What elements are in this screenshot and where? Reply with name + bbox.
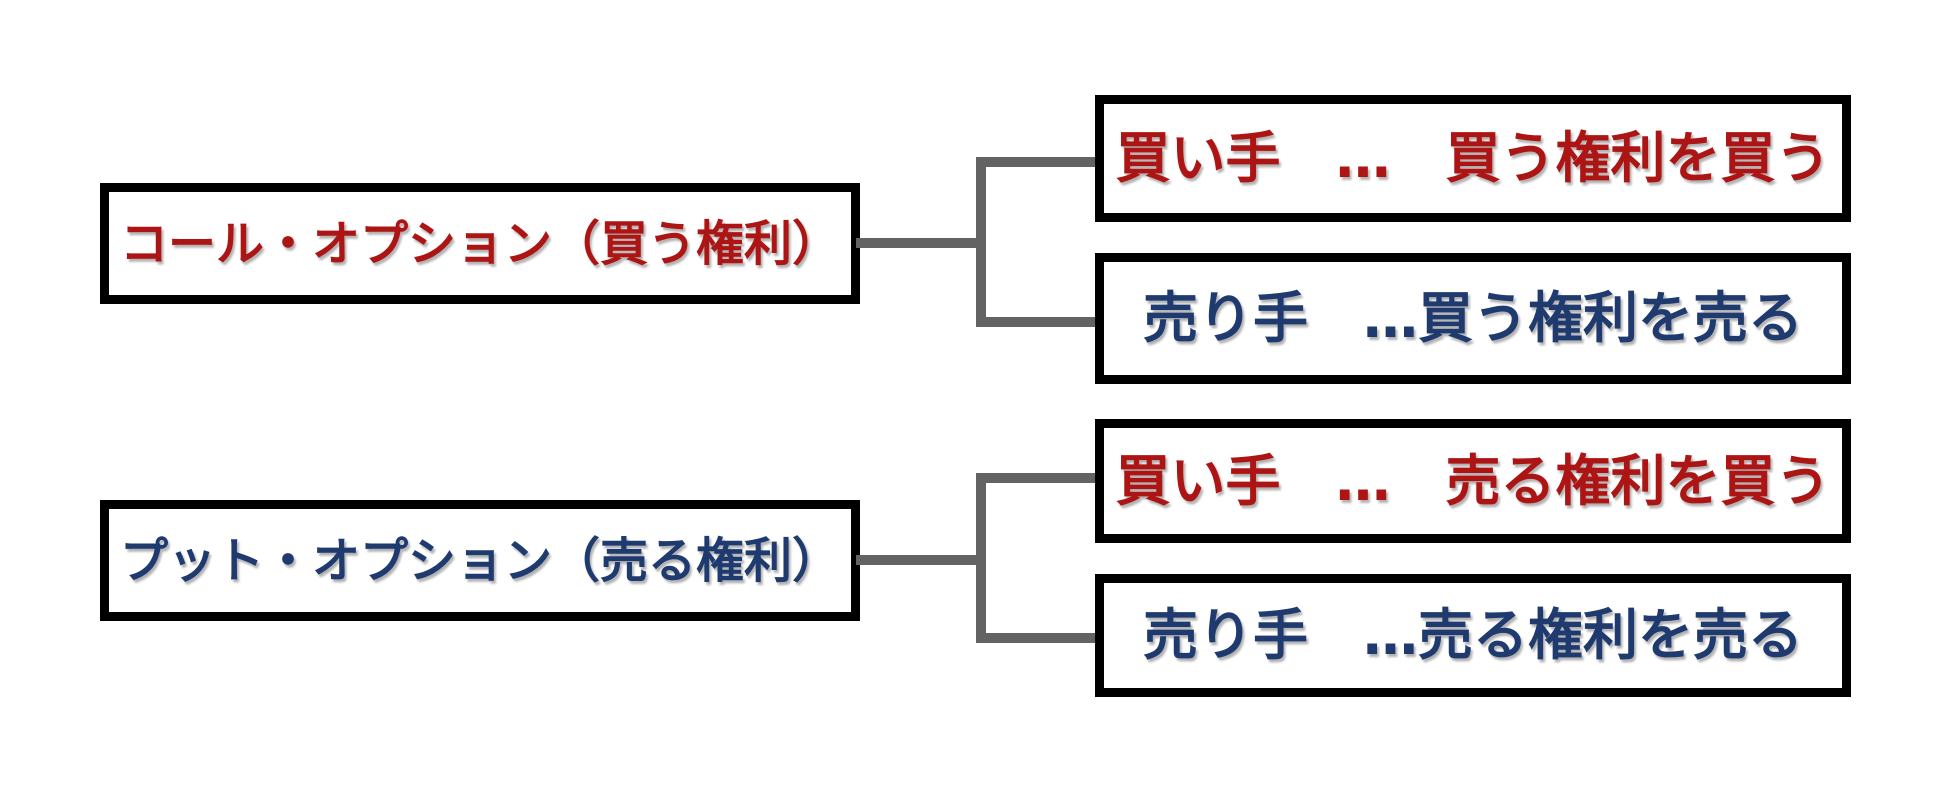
node-put-buyer: 買い手 … 売る権利を買う <box>1095 419 1851 543</box>
node-call-buyer-label: 買い手 … 買う権利を買う <box>1115 126 1831 190</box>
connector-call-stem <box>856 238 986 248</box>
node-put-option-label: プット・オプション（売る権利） <box>119 532 840 589</box>
node-put-buyer-label: 買い手 … 売る権利を買う <box>1115 448 1831 513</box>
connector-put-branch-seller <box>976 633 1097 643</box>
node-call-seller-label: 売り手 …買う権利を売る <box>1142 286 1803 350</box>
connector-call-vertical <box>976 157 986 327</box>
connector-call-branch-buyer <box>976 157 1097 167</box>
connector-call-branch-seller <box>976 317 1097 327</box>
node-call-buyer: 買い手 … 買う権利を買う <box>1095 95 1851 222</box>
connector-put-stem <box>856 555 986 565</box>
connector-put-vertical <box>976 473 986 643</box>
node-put-option: プット・オプション（売る権利） <box>100 500 860 621</box>
connector-put-branch-buyer <box>976 473 1097 483</box>
node-put-seller: 売り手 …売る権利を売る <box>1095 574 1851 697</box>
node-call-option: コール・オプション（買う権利） <box>100 183 860 304</box>
node-put-seller-label: 売り手 …売る権利を売る <box>1142 603 1803 667</box>
node-call-option-label: コール・オプション（買う権利） <box>119 215 840 272</box>
node-call-seller: 売り手 …買う権利を売る <box>1095 253 1851 384</box>
